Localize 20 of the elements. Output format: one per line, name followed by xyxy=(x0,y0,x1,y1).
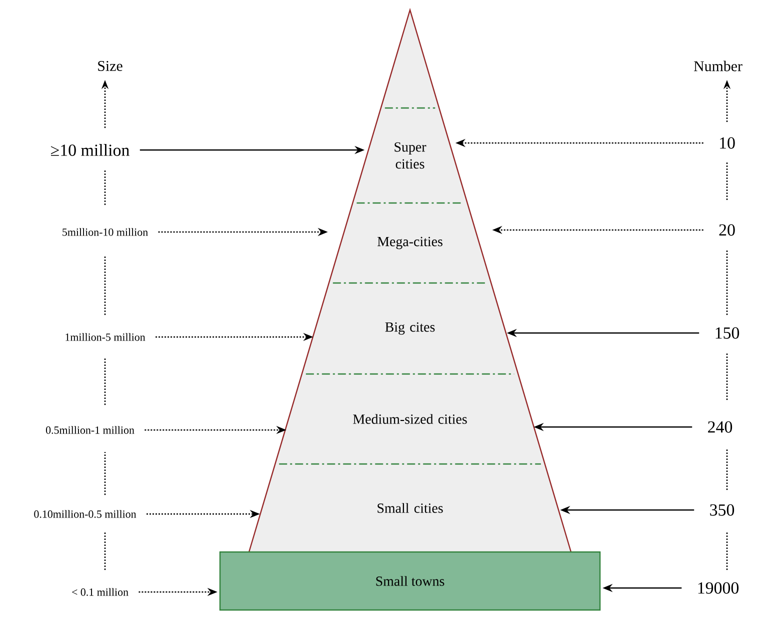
pyramid-band: Medium-sized cities xyxy=(275,374,545,464)
size-label: 5million-10 million xyxy=(62,228,148,236)
number-label: 150 xyxy=(716,327,740,339)
size-label: 1million-5 million xyxy=(66,333,146,341)
size-label: < 0.1 million xyxy=(72,588,128,596)
axis-title: Size xyxy=(98,60,122,71)
size-label: ≥10 million xyxy=(51,144,130,156)
number-label: 20 xyxy=(719,224,735,236)
size-label: 0.10million-0.5 million xyxy=(34,510,136,518)
pyramid-band: Super cities xyxy=(352,10,468,203)
number-label: 10 xyxy=(720,137,735,149)
pyramid-band: Small cities xyxy=(249,464,571,552)
number-label: 19000 xyxy=(698,582,739,594)
number-label: 350 xyxy=(710,504,734,516)
number-label: 240 xyxy=(708,421,732,433)
pyramid-band: Mega-cities xyxy=(328,203,492,283)
size-label: 0.5million-1 million xyxy=(46,426,134,434)
pyramid-band: Big cites xyxy=(302,283,518,374)
base-box: Small towns xyxy=(219,551,601,611)
axis-title: Number xyxy=(694,60,742,72)
